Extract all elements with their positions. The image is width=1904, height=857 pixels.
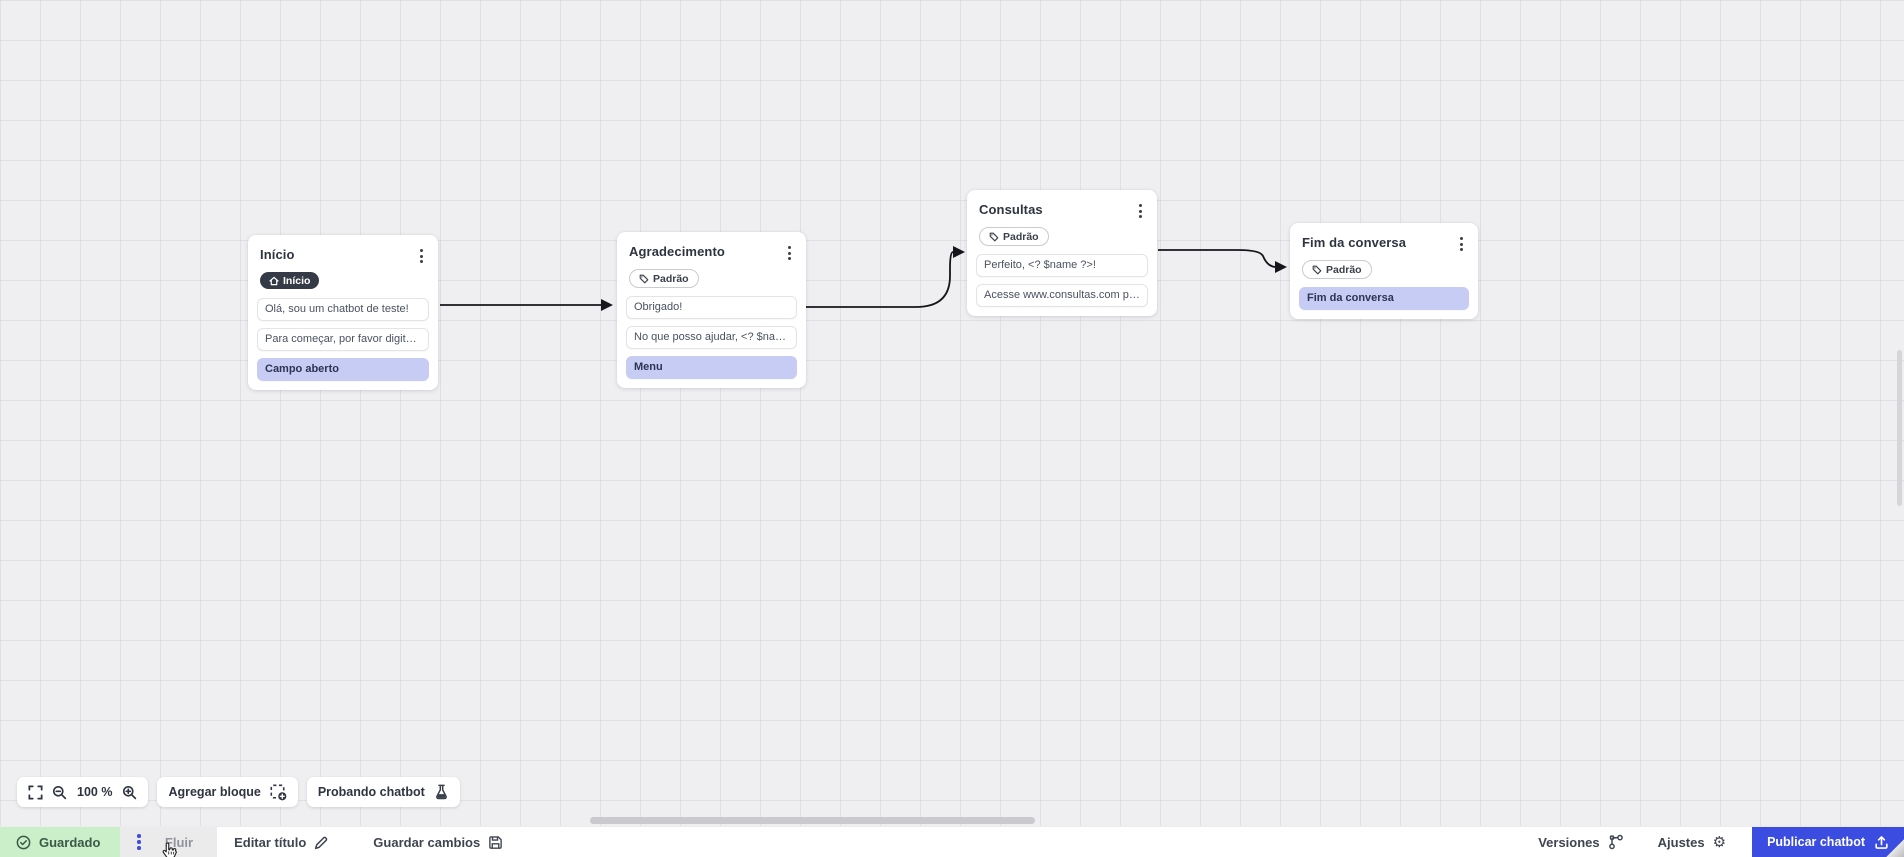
zoom-controls: 100 % xyxy=(17,777,149,807)
flow-node-agradecimento[interactable]: Agradecimento Padrão Obrigado! No que po… xyxy=(617,232,806,388)
git-branch-icon xyxy=(1608,834,1623,850)
badge-label: Início xyxy=(283,274,311,287)
node-title: Fim da conversa xyxy=(1302,235,1407,250)
action-block[interactable]: Campo aberto xyxy=(257,357,429,381)
message-block[interactable]: No que posso ajudar, <? $name ... xyxy=(626,326,797,349)
kebab-menu-icon[interactable] xyxy=(1135,202,1146,220)
save-changes-button[interactable]: Guardar cambios xyxy=(373,835,503,850)
flow-node-inicio[interactable]: Início Início Olá, sou um chatbot de tes… xyxy=(248,235,438,390)
versions-button[interactable]: Versiones xyxy=(1538,834,1623,850)
message-block[interactable]: Olá, sou um chatbot de teste! xyxy=(257,297,429,321)
add-block-label: Agregar bloque xyxy=(168,785,261,799)
settings-label: Ajustes xyxy=(1657,834,1705,850)
badge-label: Padrão xyxy=(1003,230,1039,243)
save-changes-label: Guardar cambios xyxy=(373,834,481,850)
add-block-button[interactable]: Agregar bloque xyxy=(157,777,298,807)
saved-status-badge: Guardado xyxy=(0,826,121,857)
tab-fluir[interactable]: Fluir xyxy=(120,826,218,857)
statusbar: Guardado Fluir Editar título Guardar cam… xyxy=(0,826,1904,857)
horizontal-scrollbar[interactable] xyxy=(590,817,1035,824)
canvas-toolbar: 100 % Agregar bloque Probando chatbot xyxy=(17,777,460,807)
node-title: Início xyxy=(260,247,295,262)
tag-icon xyxy=(989,232,999,241)
connector-agradecimento-consultas xyxy=(806,246,965,308)
publish-label: Publicar chatbot xyxy=(1767,835,1865,849)
node-badge-padrao: Padrão xyxy=(1302,260,1372,279)
message-block[interactable]: Obrigado! xyxy=(626,296,797,319)
edit-title-button[interactable]: Editar título xyxy=(234,835,329,850)
node-title: Agradecimento xyxy=(629,244,725,259)
edit-title-label: Editar título xyxy=(234,834,307,850)
tag-icon xyxy=(639,274,649,283)
tag-icon xyxy=(1312,265,1322,274)
kebab-menu-icon[interactable] xyxy=(1456,235,1467,253)
vertical-scrollbar[interactable] xyxy=(1897,350,1902,506)
zoom-in-icon[interactable] xyxy=(122,785,137,800)
add-block-icon xyxy=(270,784,287,801)
message-block[interactable]: Acesse www.consultas.com par... xyxy=(976,284,1148,307)
save-icon xyxy=(489,835,503,849)
node-title: Consultas xyxy=(979,202,1043,217)
home-icon xyxy=(269,276,279,285)
connector-inicio-agradecimento xyxy=(440,299,613,311)
flow-node-consultas[interactable]: Consultas Padrão Perfeito, <? $name ?>! … xyxy=(967,190,1157,316)
message-block[interactable]: Perfeito, <? $name ?>! xyxy=(976,254,1148,277)
test-chatbot-label: Probando chatbot xyxy=(317,785,425,799)
message-block[interactable]: Para começar, por favor digite o ... xyxy=(257,327,429,351)
gear-icon: ⚙ xyxy=(1712,832,1727,851)
test-chatbot-button[interactable]: Probando chatbot xyxy=(306,777,460,807)
flask-icon xyxy=(434,784,449,800)
fit-screen-icon[interactable] xyxy=(28,784,43,800)
flow-node-fim-da-conversa[interactable]: Fim da conversa Padrão Fim da conversa xyxy=(1290,223,1478,319)
saved-label: Guardado xyxy=(39,834,101,850)
flow-tab-label: Fluir xyxy=(164,834,194,850)
flow-options-kebab-icon[interactable] xyxy=(133,832,145,852)
zoom-level-value: 100 % xyxy=(77,785,113,799)
connector-consultas-fim xyxy=(1158,249,1287,273)
badge-label: Padrão xyxy=(1326,263,1362,276)
badge-label: Padrão xyxy=(653,272,689,285)
page-corner-fold xyxy=(1885,838,1904,857)
action-block[interactable]: Menu xyxy=(626,356,797,379)
check-circle-icon xyxy=(16,835,31,849)
publish-chatbot-button[interactable]: Publicar chatbot xyxy=(1752,826,1904,857)
versions-label: Versiones xyxy=(1538,834,1600,850)
pencil-icon xyxy=(315,836,328,849)
settings-button[interactable]: Ajustes ⚙ xyxy=(1657,832,1727,851)
kebab-menu-icon[interactable] xyxy=(784,244,795,262)
node-badge-inicio: Início xyxy=(260,272,320,289)
zoom-out-icon[interactable] xyxy=(52,785,67,800)
node-badge-padrao: Padrão xyxy=(629,269,699,288)
action-block[interactable]: Fim da conversa xyxy=(1299,287,1469,310)
node-badge-padrao: Padrão xyxy=(979,227,1049,246)
kebab-menu-icon[interactable] xyxy=(416,247,427,265)
